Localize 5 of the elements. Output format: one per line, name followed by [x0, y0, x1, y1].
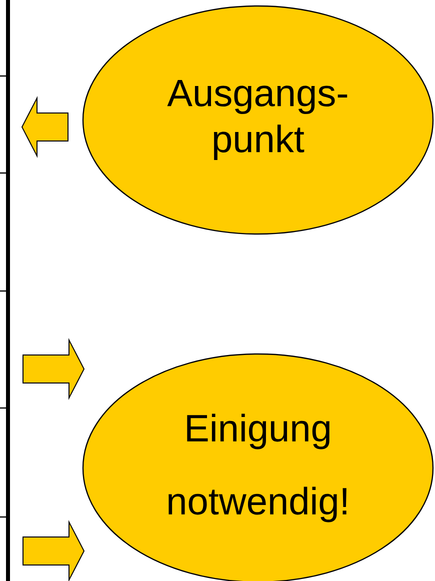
block-arrow — [22, 338, 85, 400]
block-arrow — [22, 520, 85, 581]
ellipse-node: Einigung notwendig! — [82, 353, 434, 581]
block-arrow — [21, 96, 68, 158]
ellipse-node: Ausgangs- punkt — [82, 5, 434, 235]
